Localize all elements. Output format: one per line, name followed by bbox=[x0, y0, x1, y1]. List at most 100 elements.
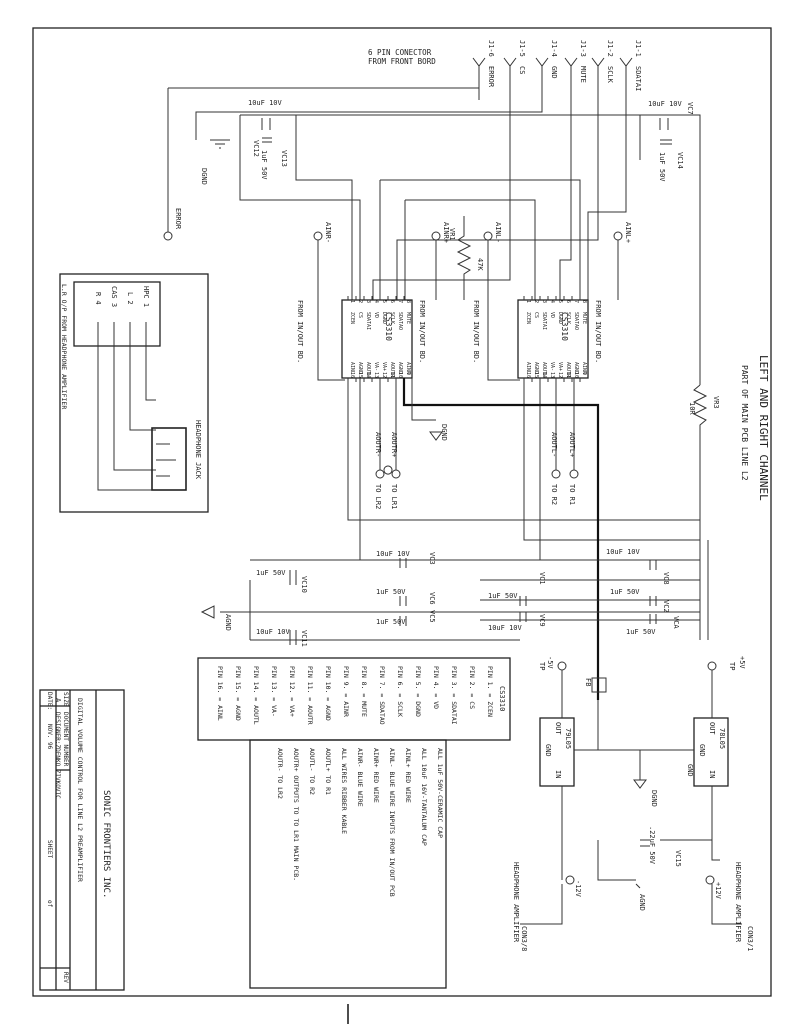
ic-pin-label: AOUTL bbox=[541, 362, 547, 377]
ic-pin-number: 7 bbox=[573, 300, 579, 303]
ic-pin-number: 5 bbox=[381, 300, 387, 303]
ic-pin-number: 2 bbox=[357, 300, 363, 303]
pin-table-title: CS3310 bbox=[498, 686, 506, 711]
connector-pin-arrow bbox=[564, 57, 578, 67]
ic-pin-label: DGND bbox=[381, 312, 387, 324]
cap-vc7-vc14: 10uF 10V VC7 1uF 50V VC14 bbox=[648, 100, 694, 182]
ic-pin-number: 3 bbox=[365, 300, 371, 303]
ic-pin-label: SDATAI bbox=[541, 312, 547, 330]
connector-pin-id: J1-2 bbox=[606, 40, 614, 57]
note-line: ALL WIRES RIBBER KABLE bbox=[340, 748, 348, 834]
to-lr2-label: TO LR2 bbox=[374, 484, 382, 509]
ic-pin-label: AGND bbox=[573, 362, 579, 374]
agnd-power-label: AGND bbox=[638, 894, 646, 911]
vc9-value: 10uF 10V bbox=[488, 624, 523, 632]
tp-label: TP bbox=[728, 662, 736, 670]
connector-pin-id: J1-6 bbox=[487, 40, 495, 57]
reg2-name: 79L05 bbox=[564, 728, 572, 749]
vc2-value: 1uF 50V bbox=[610, 588, 640, 596]
vc3-value: 10uF 10V bbox=[376, 550, 411, 558]
ic-pin-number: 1 bbox=[525, 300, 531, 303]
plus12-label: +12V bbox=[714, 882, 722, 900]
connector-pin-arrow bbox=[619, 57, 633, 67]
pin-table-box bbox=[197, 657, 511, 741]
ic-output-wires bbox=[347, 378, 700, 700]
ainr-minus-label: AINR- bbox=[324, 222, 332, 243]
sheet-label: SHEET bbox=[46, 840, 53, 858]
hp-pin-2: L 2 bbox=[126, 292, 134, 305]
pin-table-row: PIN 8. = MUTE bbox=[360, 666, 368, 717]
size-value: A bbox=[54, 698, 62, 703]
note-line: AINL+ RED WIRE bbox=[404, 748, 412, 803]
ic-pin-label: AOUTR bbox=[565, 362, 571, 378]
tp2-label: TP bbox=[538, 662, 546, 670]
ic1-note1: FROM IN/OUT BD. bbox=[418, 300, 426, 363]
ic-pin-number: 12 bbox=[557, 372, 563, 378]
error-label: ERROR bbox=[174, 208, 182, 230]
minus5-label: -5V bbox=[546, 656, 554, 669]
connector-pin-id: J1-4 bbox=[550, 40, 558, 57]
ic-pin-label: VA+ bbox=[381, 362, 387, 371]
connector-pin-arrow bbox=[591, 57, 605, 67]
note-line: ALL 10uF 16V-TANTALUM CAP bbox=[420, 748, 428, 846]
hp-jack-label: HEADPHONE JACK bbox=[194, 420, 202, 480]
vc8-value: 10uF 10V bbox=[606, 548, 641, 556]
ic-pin-number: 9 bbox=[405, 372, 411, 375]
pin-table-row: PIN 3. = SDATAI bbox=[450, 666, 458, 725]
ainl-minus-label: AINL- bbox=[494, 222, 502, 243]
aoutl-plus-terminal bbox=[569, 469, 579, 479]
ainr-plus-label: AINR+ bbox=[442, 222, 450, 243]
pin-table-row: PIN 9. = AINR bbox=[342, 666, 350, 717]
ic-pin-label: DGND bbox=[557, 312, 563, 324]
doc-value: DESIGNER:ZDENKO ZIVKOVIC bbox=[54, 712, 61, 799]
ic-pin-number: 4 bbox=[549, 300, 555, 303]
ic-pin-label: MUTE bbox=[405, 312, 411, 324]
ic-pin-number: 8 bbox=[405, 300, 411, 303]
vc13-value: 1uF 50V bbox=[260, 150, 268, 180]
minus12-label: -12V bbox=[574, 880, 582, 898]
pin-table-row: PIN 6. = SCLK bbox=[396, 666, 404, 717]
note-line: AOUTL- TO R2 bbox=[308, 748, 316, 795]
ic1-note2: FROM IN/OUT BD. bbox=[296, 300, 304, 363]
note-line: AINR+ RED WIRE bbox=[372, 748, 380, 803]
ic-pin-number: 11 bbox=[389, 372, 395, 378]
note-line: AINL- BLUE WIRE INPUTS FROM IN/OUT PCB bbox=[388, 748, 396, 897]
reg-79l05: 79L05 OUT IN GND bbox=[544, 722, 572, 778]
vc10-value: 1uF 50V bbox=[256, 569, 286, 577]
ic-pin-label: AGND bbox=[397, 362, 403, 374]
headphone-panel: HPC 1 L 2 CAS 3 R 4 L.R O/P FROM HEADPHO… bbox=[59, 273, 209, 513]
hp-pin-4: R 4 bbox=[94, 292, 102, 305]
vc11-value: 10uF 10V bbox=[256, 628, 291, 636]
reg1-in: IN bbox=[708, 770, 716, 778]
ic-pin-label: AGND bbox=[533, 362, 539, 374]
ic-pin-label: SDATAO bbox=[397, 312, 403, 330]
connector-pin-label: CS bbox=[518, 66, 526, 74]
ic-pin-label: AINL bbox=[525, 362, 531, 374]
vr1-resistor: VR1 47K bbox=[448, 216, 484, 300]
title-line2: PART OF MAIN PCB LINE L2 bbox=[740, 365, 749, 481]
ic-pin-label: AOUTL bbox=[365, 362, 371, 377]
ic-pin-number: 9 bbox=[581, 372, 587, 375]
title-description: DIGITAL VOLUME CONTROL FOR LINE L2 PREAM… bbox=[76, 698, 84, 882]
bus-wires bbox=[167, 87, 709, 640]
ic-pin-number: 10 bbox=[573, 372, 579, 378]
to-r1-label: TO R1 bbox=[568, 484, 576, 505]
hp-pin-3: CAS 3 bbox=[110, 286, 118, 307]
ic-pin-label: SDATAO bbox=[573, 312, 579, 330]
ic-pin-number: 2 bbox=[533, 300, 539, 303]
connector-pin-label: SDATAI bbox=[634, 66, 642, 91]
ic-pin-number: 13 bbox=[549, 372, 555, 378]
connector-pins: J1-6ERRORJ1-5CSJ1-4GNDJ1-3MUTEJ1-2SCLKJ1… bbox=[472, 40, 642, 92]
agnd-left-label: AGND bbox=[224, 614, 232, 631]
connector-pin-label: ERROR bbox=[487, 66, 495, 88]
vc15-value: .22uF 50V bbox=[648, 826, 656, 865]
note-line: ALL 1uF 50V-CERAMIC CAP bbox=[436, 748, 444, 838]
connector-caption1: 6 PIN CONECTOR bbox=[368, 48, 432, 57]
vc12-name: VC12 bbox=[252, 140, 260, 157]
vr1-value: 47K bbox=[476, 258, 484, 271]
pin-table-row: PIN 1. = ZCEN bbox=[486, 666, 494, 717]
connector-pin-id: J1-1 bbox=[634, 40, 642, 57]
connector-caption2: FROM FRONT BORD bbox=[368, 57, 436, 66]
note-line: AOUTR- TO LR2 bbox=[276, 748, 284, 799]
